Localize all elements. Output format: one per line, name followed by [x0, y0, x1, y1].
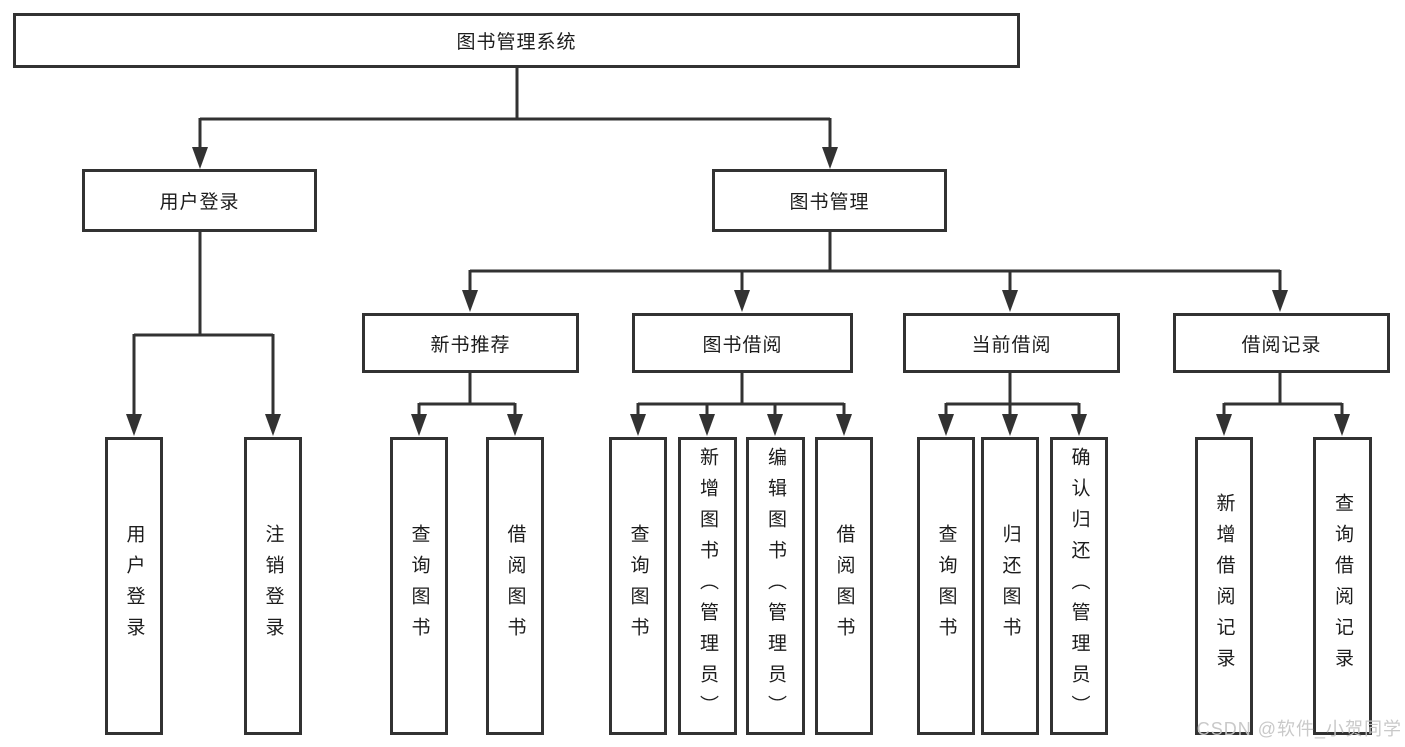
leaf-borrowing-query-books-label: 查询图书 [627, 524, 649, 648]
watermark: CSDN @软件_小贺同学 [1196, 719, 1402, 739]
node-user-login-label: 用户登录 [159, 192, 240, 213]
leaf-user-login: 用户登录 [105, 437, 163, 735]
leaf-newbook-query-books: 查询图书 [390, 437, 448, 735]
leaf-query-borrow-record: 查询借阅记录 [1313, 437, 1372, 735]
leaf-logout: 注销登录 [244, 437, 302, 735]
node-book-management: 图书管理 [712, 169, 947, 232]
node-new-book-recommendation-label: 新书推荐 [430, 334, 511, 356]
node-borrowing-records-label: 借阅记录 [1241, 334, 1322, 356]
node-current-borrowing: 当前借阅 [903, 313, 1120, 373]
leaf-current-query-books: 查询图书 [917, 437, 975, 735]
leaf-edit-book-admin: 编辑图书（管理员） [746, 437, 805, 735]
leaf-edit-book-admin-label: 编辑图书（管理员） [765, 446, 786, 726]
node-current-borrowing-label: 当前借阅 [971, 334, 1052, 356]
leaf-return-books: 归还图书 [981, 437, 1039, 735]
leaf-newbook-borrow-books-label: 借阅图书 [504, 524, 526, 648]
leaf-borrowing-borrow-books-label: 借阅图书 [833, 524, 855, 648]
node-library-system-label: 图书管理系统 [456, 32, 577, 53]
leaf-logout-label: 注销登录 [262, 524, 284, 648]
leaf-user-login-label: 用户登录 [123, 524, 145, 648]
leaf-query-borrow-record-label: 查询借阅记录 [1332, 493, 1353, 679]
node-user-login: 用户登录 [82, 169, 317, 232]
leaf-borrowing-query-books: 查询图书 [609, 437, 667, 735]
node-new-book-recommendation: 新书推荐 [362, 313, 579, 373]
leaf-add-book-admin: 新增图书（管理员） [678, 437, 737, 735]
leaf-add-borrow-record: 新增借阅记录 [1195, 437, 1253, 735]
leaf-return-books-label: 归还图书 [999, 524, 1021, 648]
node-borrowing-records: 借阅记录 [1173, 313, 1390, 373]
node-book-borrowing: 图书借阅 [632, 313, 853, 373]
node-book-management-label: 图书管理 [789, 192, 870, 213]
leaf-confirm-return-admin: 确认归还（管理员） [1050, 437, 1108, 735]
leaf-add-borrow-record-label: 新增借阅记录 [1213, 493, 1235, 679]
leaf-confirm-return-admin-label: 确认归还（管理员） [1068, 446, 1090, 726]
leaf-newbook-borrow-books: 借阅图书 [486, 437, 544, 735]
leaf-current-query-books-label: 查询图书 [935, 524, 957, 648]
leaf-borrowing-borrow-books: 借阅图书 [815, 437, 873, 735]
arrowheads [126, 147, 1350, 436]
node-library-system: 图书管理系统 [13, 13, 1020, 68]
node-book-borrowing-label: 图书借阅 [702, 334, 783, 356]
leaf-add-book-admin-label: 新增图书（管理员） [697, 446, 718, 726]
leaf-newbook-query-books-label: 查询图书 [408, 524, 430, 648]
